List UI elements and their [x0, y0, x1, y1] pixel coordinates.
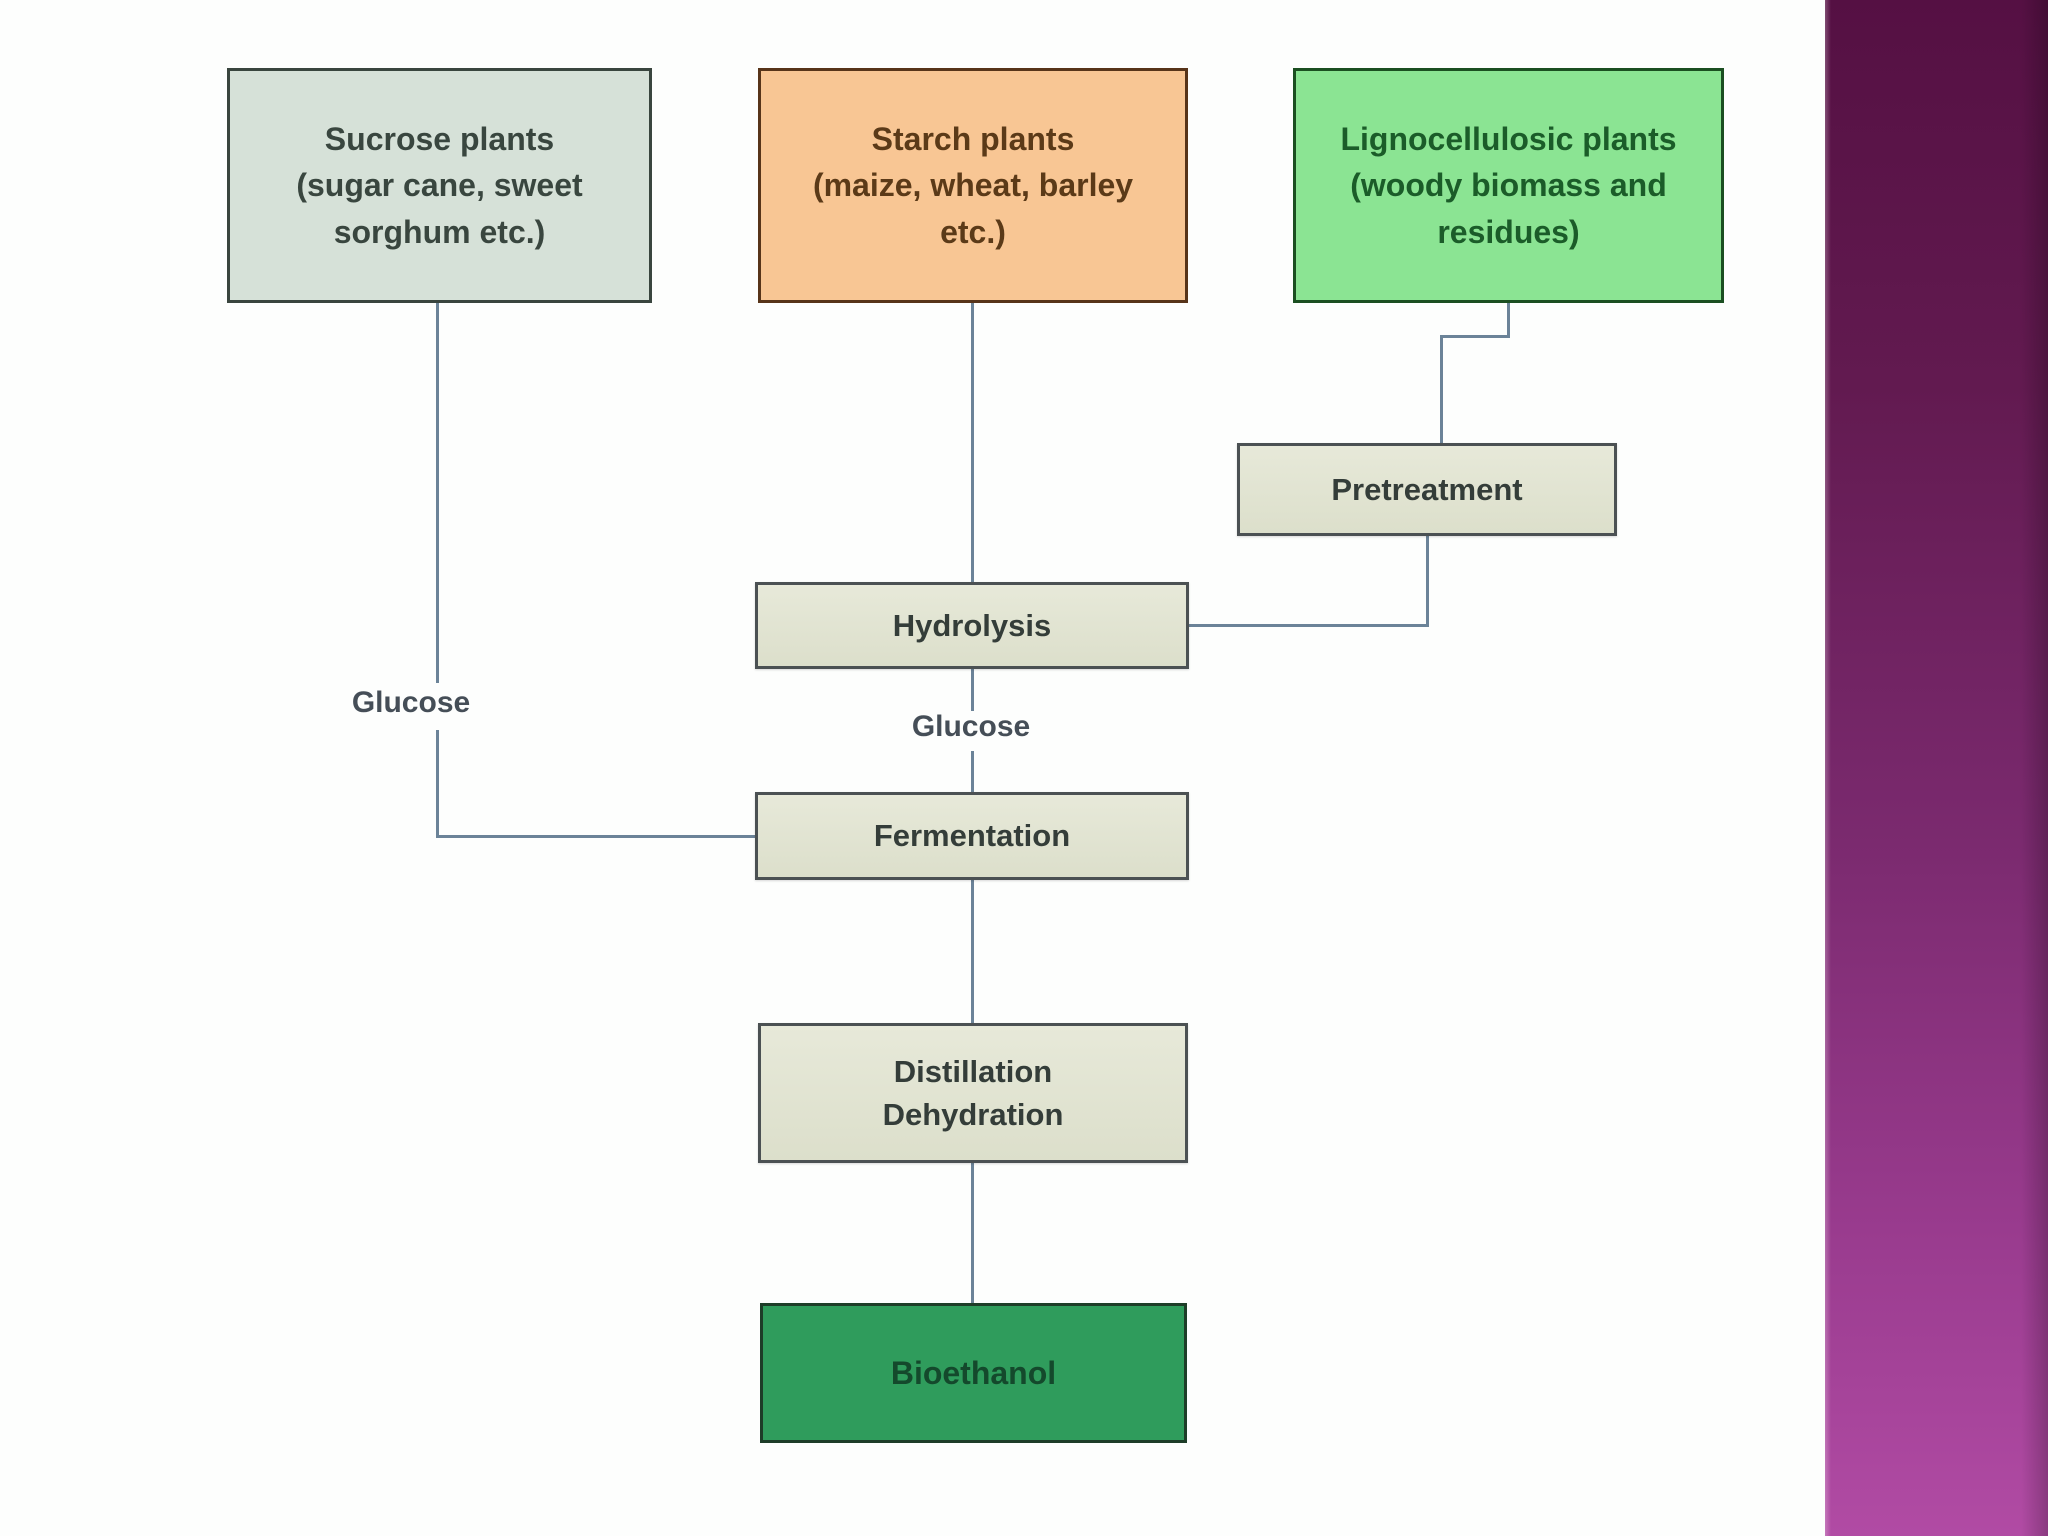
- connector-ligno-down-2: [1440, 335, 1443, 443]
- glucose-label-left: Glucose: [351, 686, 471, 719]
- connector-sucrose-to-fermentation: [436, 835, 758, 838]
- decorative-purple-sidebar: [1825, 0, 2048, 1536]
- connector-fermentation-to-distillation: [971, 880, 974, 1023]
- lignocellulosic-plants-box: Lignocellulosic plants (woody biomass an…: [1293, 68, 1724, 303]
- pretreatment-label: Pretreatment: [1331, 471, 1523, 507]
- connector-sucrose-down-upper: [436, 303, 439, 683]
- sucrose-plants-label: Sucrose plants (sugar cane, sweet sorghu…: [296, 120, 583, 250]
- pretreatment-box: Pretreatment: [1237, 443, 1617, 536]
- connector-hydrolysis-down-upper: [971, 669, 974, 711]
- connector-pretreatment-to-hydrolysis: [1189, 624, 1429, 627]
- distillation-dehydration-label: Distillation Dehydration: [882, 1053, 1064, 1132]
- connector-pretreatment-down: [1426, 536, 1429, 627]
- hydrolysis-label: Hydrolysis: [892, 607, 1052, 643]
- connector-sucrose-down-lower: [436, 730, 439, 838]
- hydrolysis-box: Hydrolysis: [755, 582, 1189, 669]
- glucose-label-center: Glucose: [911, 710, 1031, 743]
- connector-starch-to-hydrolysis: [971, 303, 974, 582]
- starch-plants-box: Starch plants (maize, wheat, barley etc.…: [758, 68, 1188, 303]
- bioethanol-label: Bioethanol: [890, 1354, 1057, 1391]
- sucrose-plants-box: Sucrose plants (sugar cane, sweet sorghu…: [227, 68, 652, 303]
- bioethanol-box: Bioethanol: [760, 1303, 1187, 1443]
- distillation-dehydration-box: Distillation Dehydration: [758, 1023, 1188, 1163]
- lignocellulosic-plants-label: Lignocellulosic plants (woody biomass an…: [1340, 120, 1677, 250]
- connector-ligno-jog: [1440, 335, 1510, 338]
- starch-plants-label: Starch plants (maize, wheat, barley etc.…: [812, 120, 1134, 250]
- fermentation-box: Fermentation: [755, 792, 1189, 880]
- connector-hydrolysis-down-lower: [971, 751, 974, 792]
- connector-distillation-to-bioethanol: [971, 1163, 974, 1303]
- connector-ligno-down-1: [1507, 303, 1510, 338]
- fermentation-label: Fermentation: [873, 818, 1071, 854]
